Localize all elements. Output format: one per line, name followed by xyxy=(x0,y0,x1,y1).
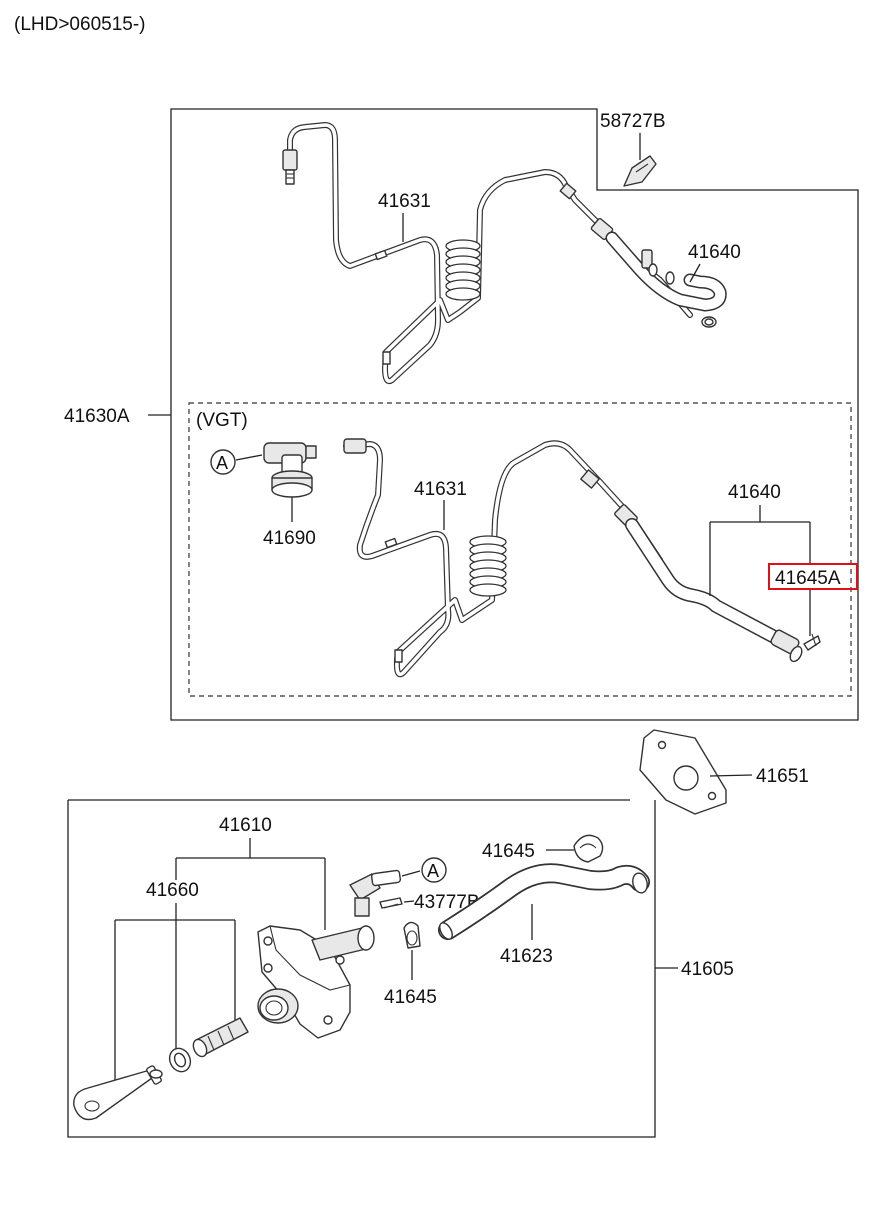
label-41651[interactable]: 41651 xyxy=(756,766,809,787)
washer-41660 xyxy=(168,1047,192,1073)
elbow-connector xyxy=(349,869,402,917)
label-41610[interactable]: 41610 xyxy=(219,815,272,836)
coil-upper xyxy=(445,239,481,301)
label-41645-top[interactable]: 41645 xyxy=(482,841,535,862)
gasket-41651 xyxy=(639,729,727,815)
vgt-title: (VGT) xyxy=(196,410,248,431)
connector-41690 xyxy=(263,442,317,498)
highlight-41645A xyxy=(768,563,858,590)
leader-41610 xyxy=(175,838,326,930)
cylinder-41610 xyxy=(257,925,375,1039)
clip-41645-top xyxy=(573,834,604,863)
tube-41631-vgt xyxy=(343,438,663,678)
label-41605[interactable]: 41605 xyxy=(681,959,734,980)
marker-a-lower: A xyxy=(427,861,439,881)
coil-vgt xyxy=(469,535,507,597)
boot-41660 xyxy=(192,1017,249,1058)
label-41645-lower[interactable]: 41645 xyxy=(384,987,437,1008)
label-41640-upper[interactable]: 41640 xyxy=(688,242,741,263)
leader-marker-a-vgt xyxy=(235,454,263,461)
pin-43777B xyxy=(379,897,403,909)
label-41640-vgt[interactable]: 41640 xyxy=(728,482,781,503)
hose-41623 xyxy=(438,863,650,940)
leader-41660 xyxy=(114,903,236,1095)
leader-41640-vgt xyxy=(709,505,811,596)
label-41631-vgt[interactable]: 41631 xyxy=(414,479,467,500)
label-41660[interactable]: 41660 xyxy=(146,880,199,901)
label-43777B[interactable]: 43777B xyxy=(414,892,480,913)
leader-41640-upper xyxy=(689,263,701,283)
upper-group-frame xyxy=(170,108,859,721)
clip-41645A xyxy=(803,633,821,651)
hose-41640-upper xyxy=(559,182,727,328)
leader-marker-a-lower xyxy=(401,870,421,877)
push-rod xyxy=(73,1065,163,1121)
bracket-58727B xyxy=(623,155,657,187)
marker-a-vgt: A xyxy=(216,453,228,473)
marker-a-circle-lower xyxy=(421,857,447,883)
clip-41645-lower xyxy=(403,921,421,949)
leader-43777B xyxy=(403,900,415,903)
leader-41651 xyxy=(709,774,753,777)
tube-41631-upper xyxy=(282,122,693,385)
label-58727B[interactable]: 58727B xyxy=(600,111,666,132)
marker-a-circle-vgt xyxy=(210,449,236,475)
label-41690[interactable]: 41690 xyxy=(263,528,316,549)
hose-41640-vgt xyxy=(625,518,803,663)
label-41645A[interactable]: 41645A xyxy=(775,568,841,589)
label-41623[interactable]: 41623 xyxy=(500,946,553,967)
label-41631-upper[interactable]: 41631 xyxy=(378,191,431,212)
variant-label: (LHD>060515-) xyxy=(14,14,146,35)
label-41630A[interactable]: 41630A xyxy=(64,406,130,427)
